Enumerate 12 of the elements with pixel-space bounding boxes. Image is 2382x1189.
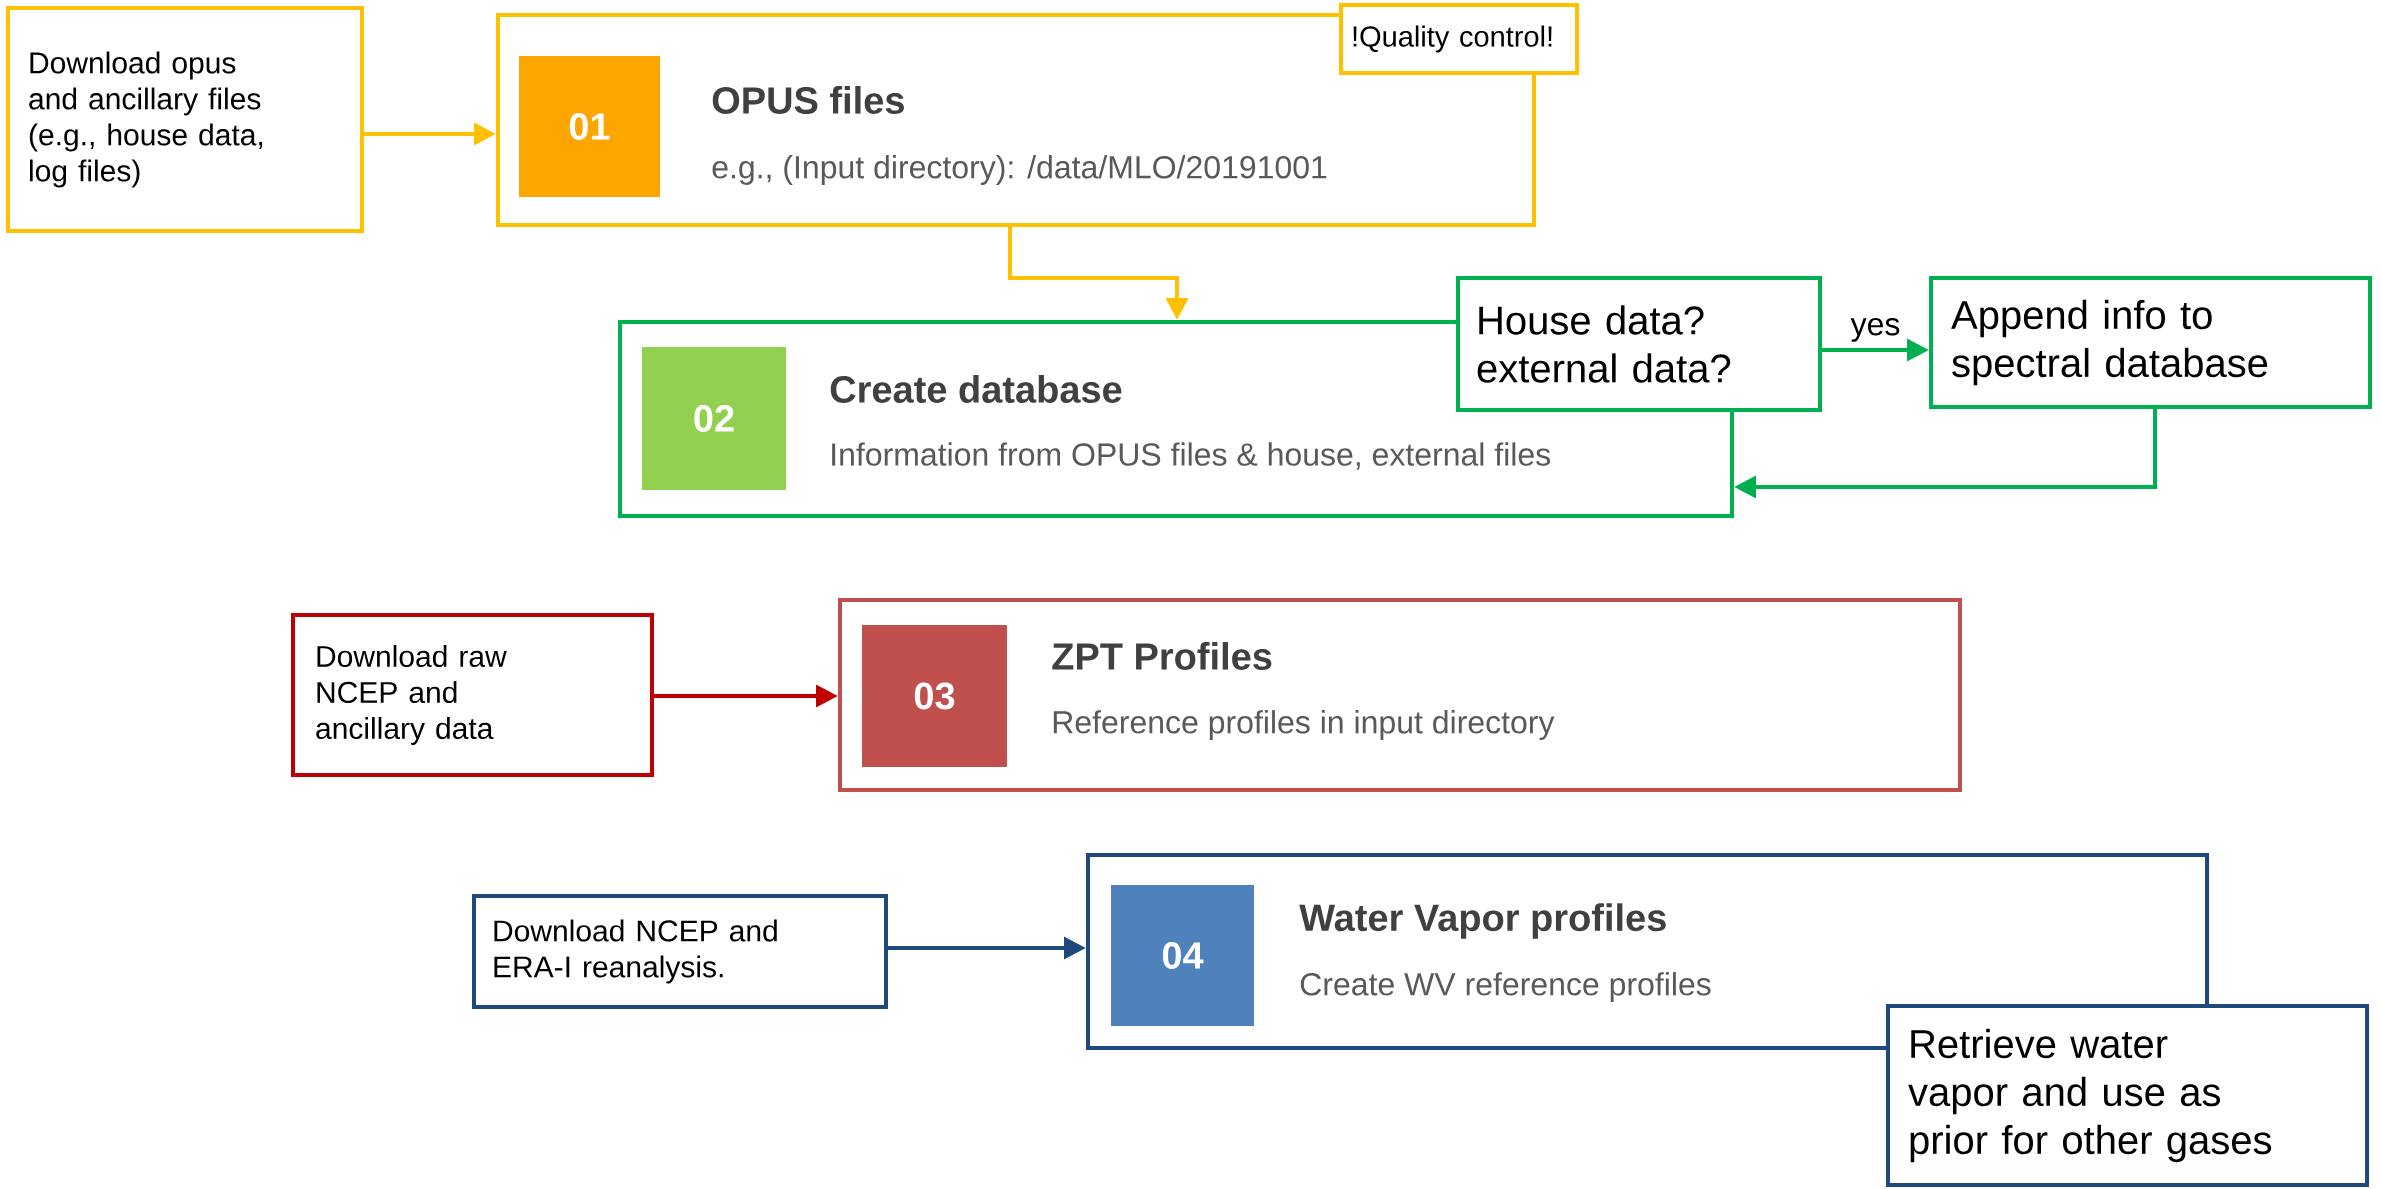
- process-box: Append info to spectral database: [1929, 276, 2373, 409]
- edge-label: yes: [1848, 315, 1903, 344]
- number-square: 02: [642, 347, 786, 490]
- number-square: 04: [1111, 885, 1254, 1026]
- number-square: 01: [519, 56, 660, 197]
- note-box: Download NCEP and ERA-I reanalysis.: [472, 894, 888, 1009]
- decision-box: House data? external data?: [1456, 276, 1822, 412]
- number-square: 03: [862, 625, 1007, 767]
- note-box: Download raw NCEP and ancillary data: [291, 613, 654, 777]
- note-box: Retrieve water vapor and use as prior for other gases: [1886, 1004, 2370, 1187]
- note-box: Download opus and ancillary files (e.g., house data, log files): [6, 6, 364, 233]
- note-box: !Quality control!: [1339, 3, 1579, 75]
